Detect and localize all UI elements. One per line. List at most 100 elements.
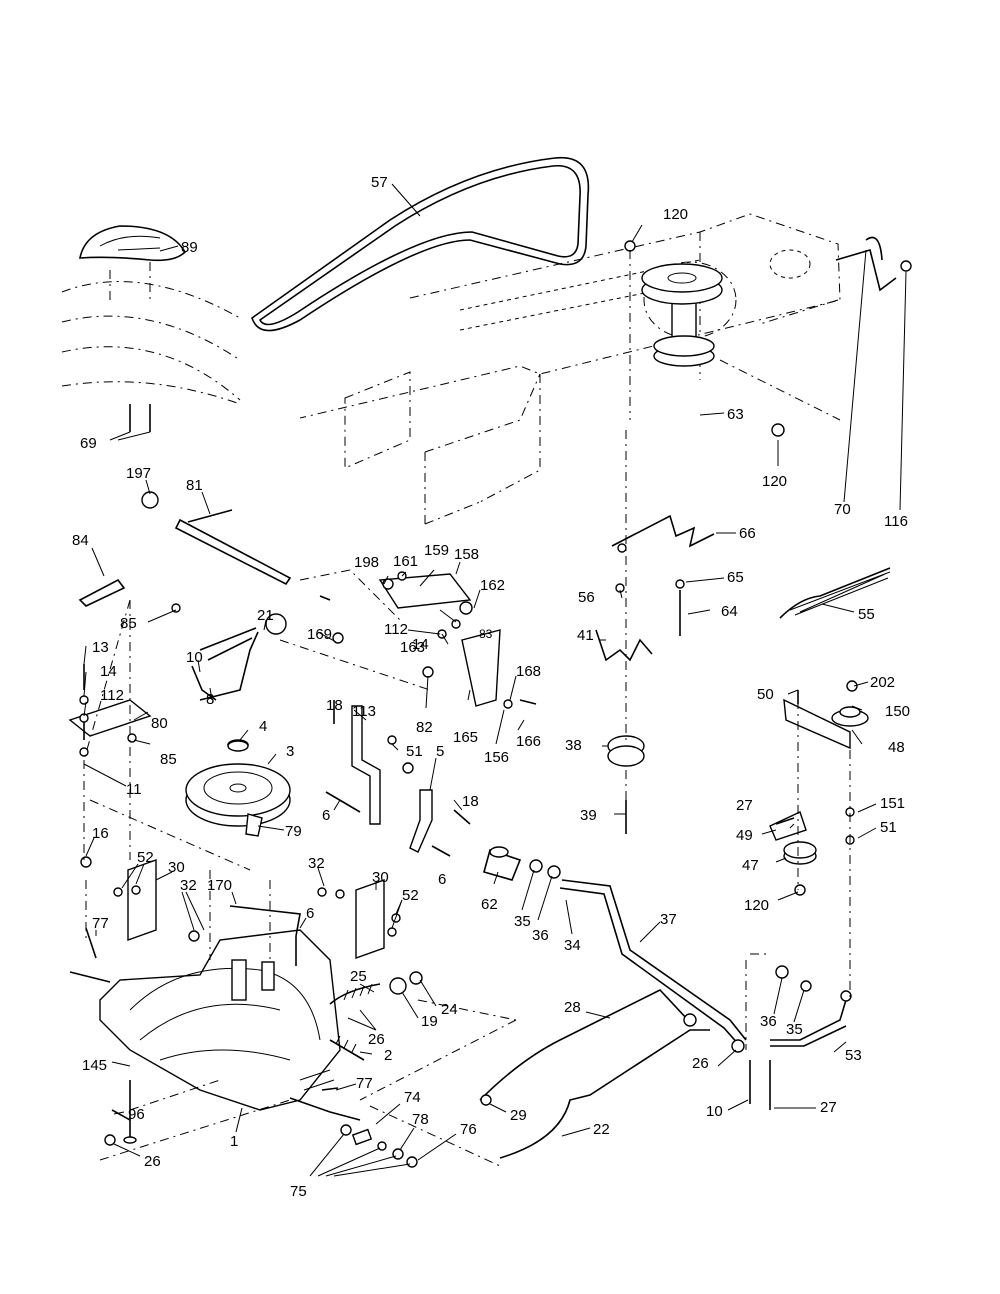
callout-116: 116 — [884, 513, 908, 530]
callout-85-top: 85 — [120, 615, 137, 632]
rods-and-shafts — [78, 509, 847, 1159]
callout-10-top: 10 — [186, 649, 203, 666]
callout-50: 50 — [757, 686, 774, 703]
callout-57: 57 — [371, 174, 388, 191]
callout-85-mid: 85 — [160, 751, 177, 768]
callout-36-right: 36 — [760, 1013, 777, 1030]
callout-120-top: 120 — [663, 206, 688, 223]
callout-37: 37 — [660, 911, 677, 928]
callout-29: 29 — [510, 1107, 527, 1124]
callout-79: 79 — [285, 823, 302, 840]
callout-24: 24 — [441, 1001, 458, 1018]
callout-26-right: 26 — [692, 1055, 709, 1072]
callout-113: 113 — [352, 703, 376, 720]
callout-83: 83 — [479, 627, 493, 641]
callout-169: 169 — [307, 626, 332, 643]
callout-48: 48 — [888, 739, 905, 756]
callout-76: 76 — [460, 1121, 477, 1138]
callout-26-low: 26 — [144, 1153, 161, 1170]
callout-22: 22 — [593, 1121, 610, 1138]
callout-1: 1 — [230, 1133, 238, 1150]
callout-159: 159 — [424, 542, 449, 559]
callout-69: 69 — [80, 435, 97, 452]
callout-5: 5 — [436, 743, 444, 760]
callout-163: 163 — [400, 639, 425, 656]
callout-112-mid: 112 — [384, 621, 408, 638]
callout-26-mid: 26 — [368, 1031, 385, 1048]
callout-32-left: 32 — [180, 877, 197, 894]
callout-78: 78 — [412, 1111, 429, 1128]
callout-162: 162 — [480, 577, 505, 594]
callout-21: 21 — [257, 607, 274, 624]
callout-84: 84 — [72, 532, 89, 549]
callout-39: 39 — [580, 807, 597, 824]
callout-30-left: 30 — [168, 859, 185, 876]
callout-27-right: 27 — [736, 797, 753, 814]
callout-28: 28 — [564, 999, 581, 1016]
callout-25: 25 — [350, 968, 367, 985]
callout-27-low: 27 — [820, 1099, 837, 1116]
centerlines — [83, 250, 851, 1167]
callout-16: 16 — [92, 825, 109, 842]
callout-82: 82 — [416, 719, 433, 736]
callout-13: 13 — [92, 639, 109, 656]
pulley-assembly — [607, 263, 723, 810]
callout-150: 150 — [885, 703, 910, 720]
callout-49: 49 — [736, 827, 753, 844]
callout-4: 4 — [259, 718, 267, 735]
callout-70: 70 — [834, 501, 851, 518]
callout-197: 197 — [126, 465, 151, 482]
callout-51-mid: 51 — [406, 743, 423, 760]
callout-120-low: 120 — [744, 897, 769, 914]
callout-120-right: 120 — [762, 473, 787, 490]
callout-18-right: 18 — [462, 793, 479, 810]
callout-112-left: 112 — [100, 687, 124, 704]
callout-165: 165 — [453, 729, 478, 746]
callout-41: 41 — [577, 627, 594, 644]
callout-32-right: 32 — [308, 855, 325, 872]
callout-34: 34 — [564, 937, 581, 954]
callout-62: 62 — [481, 896, 498, 913]
callout-6-mid: 6 — [322, 807, 330, 824]
callout-18-left: 18 — [326, 697, 343, 714]
callout-198: 198 — [354, 554, 379, 571]
callout-166: 166 — [516, 733, 541, 750]
callout-14-left: 14 — [100, 663, 117, 680]
callout-30-right: 30 — [372, 869, 389, 886]
callout-63: 63 — [727, 406, 744, 423]
frame-outline — [299, 213, 841, 525]
callout-19: 19 — [421, 1013, 438, 1030]
hardware — [79, 236, 912, 1168]
callout-81: 81 — [186, 477, 203, 494]
callout-77-top: 77 — [92, 915, 109, 932]
callout-8: 8 — [206, 691, 214, 708]
callout-35-right: 35 — [786, 1021, 803, 1038]
callout-2: 2 — [384, 1047, 392, 1064]
callout-168: 168 — [516, 663, 541, 680]
callout-labels: 57 120 89 69 63 120 70 116 197 81 66 84 … — [72, 174, 910, 1200]
callout-55: 55 — [858, 606, 875, 623]
callout-170: 170 — [207, 877, 232, 894]
callout-38: 38 — [565, 737, 582, 754]
drive-belt — [251, 156, 590, 332]
callout-53: 53 — [845, 1047, 862, 1064]
callout-3: 3 — [286, 743, 294, 760]
callout-77-low: 77 — [356, 1075, 373, 1092]
callout-6-right: 6 — [438, 871, 446, 888]
callout-35-mid: 35 — [514, 913, 531, 930]
extension-spring — [779, 567, 891, 619]
callout-158: 158 — [454, 546, 479, 563]
fender-outline — [61, 225, 241, 405]
callout-52-right: 52 — [402, 887, 419, 904]
callout-202: 202 — [870, 674, 895, 691]
callout-65: 65 — [727, 569, 744, 586]
callout-52-left: 52 — [137, 849, 154, 866]
callout-47: 47 — [742, 857, 759, 874]
callout-10-low: 10 — [706, 1103, 723, 1120]
callout-66: 66 — [739, 525, 756, 542]
brackets — [68, 573, 869, 959]
callout-151: 151 — [880, 795, 905, 812]
transaxle-pulley — [185, 739, 291, 827]
callout-64: 64 — [721, 603, 738, 620]
